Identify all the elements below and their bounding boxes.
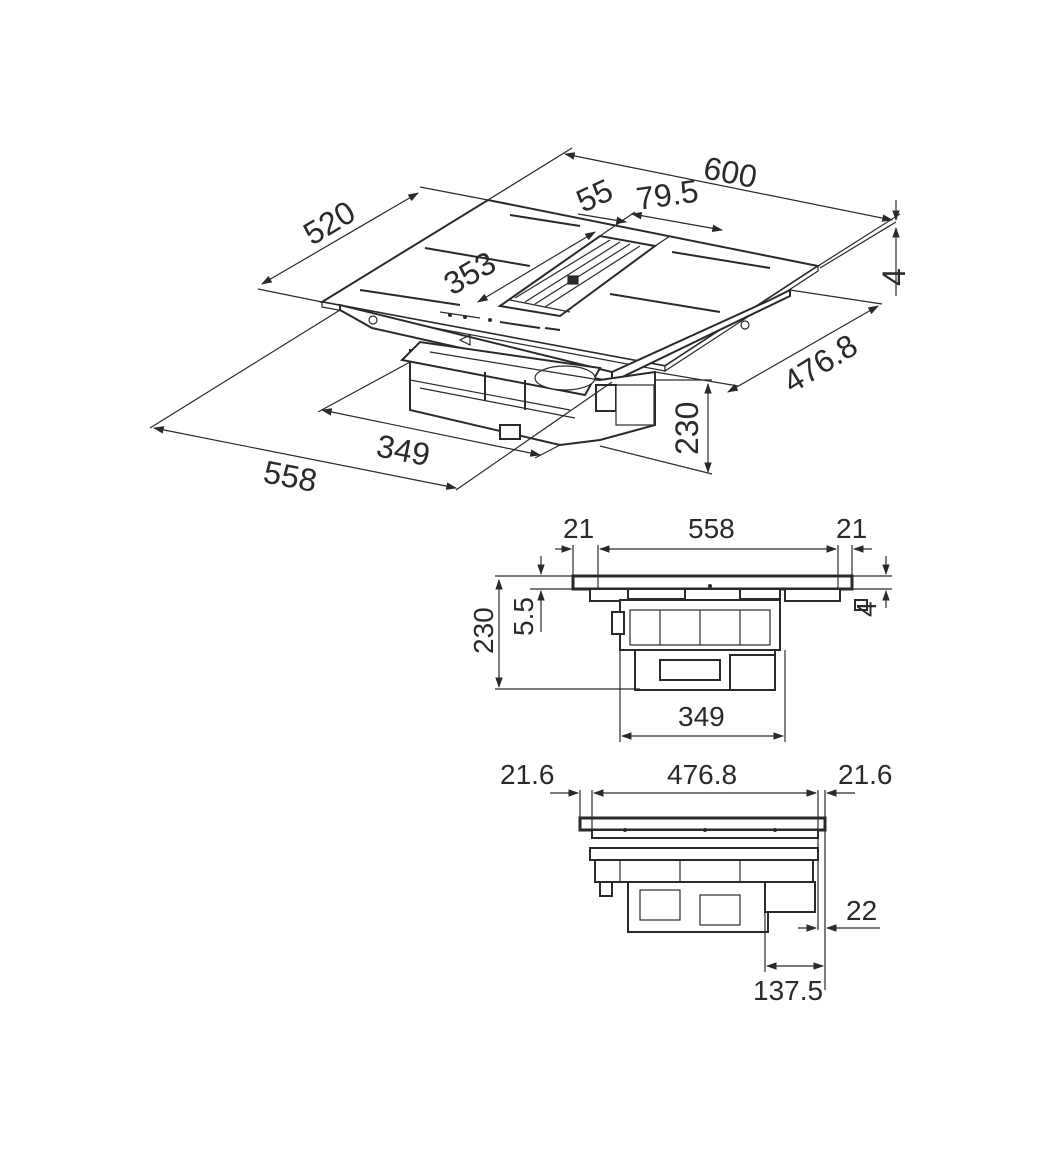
front-dim-label-5-5: 5.5 (508, 597, 539, 636)
control-panel (439, 311, 561, 331)
front-dim-label-558: 558 (688, 513, 735, 544)
dim-label-349-perspective: 349 (374, 428, 433, 474)
dim-label-230-perspective: 230 (669, 402, 705, 455)
dim-label-4-perspective: 4 (876, 268, 912, 286)
side-dim-label-476-8: 476.8 (667, 759, 737, 790)
front-dim-widths: 21 558 21 (555, 513, 872, 590)
side-dim-137-5: 137.5 (753, 912, 825, 1006)
front-dim-label-21-right: 21 (836, 513, 867, 544)
side-hob-body (578, 816, 827, 933)
side-view: 21.6 476.8 21.6 22 137.5 (500, 759, 893, 1006)
front-hob-body (571, 574, 868, 691)
side-dim-label-21-6-left: 21.6 (500, 759, 555, 790)
dim-4-perspective: 4 (819, 200, 912, 296)
side-dim-label-21-6-right: 21.6 (838, 759, 893, 790)
dim-label-476-8: 476.8 (777, 327, 864, 400)
dim-79-5: 79.5 (630, 173, 724, 247)
side-dim-widths: 21.6 476.8 21.6 (500, 759, 893, 990)
dim-label-520: 520 (297, 194, 361, 252)
dim-label-600: 600 (701, 150, 760, 196)
front-dim-label-4: 4 (851, 601, 882, 617)
front-dim-label-230: 230 (468, 607, 499, 654)
dim-600: 600 (487, 147, 901, 267)
front-dim-349: 349 (619, 650, 786, 742)
front-dim-heights-left: 230 5.5 (468, 556, 640, 690)
side-dim-label-22: 22 (846, 895, 877, 926)
dim-label-79-5: 79.5 (634, 173, 701, 217)
front-dim-4: 4 (851, 556, 892, 617)
side-dim-22: 22 (798, 895, 880, 932)
dim-label-55: 55 (571, 172, 618, 220)
dim-230-perspective: 230 (599, 379, 713, 475)
side-dim-label-137-5: 137.5 (753, 975, 823, 1006)
dim-label-558-perspective: 558 (261, 454, 320, 500)
front-view: 21 558 21 230 5.5 4 349 (468, 513, 892, 742)
front-dim-label-21-left: 21 (563, 513, 594, 544)
dim-558-perspective: 558 (149, 309, 613, 500)
front-dim-label-349: 349 (678, 701, 725, 732)
perspective-view: 600 520 55 79.5 353 (149, 147, 912, 500)
